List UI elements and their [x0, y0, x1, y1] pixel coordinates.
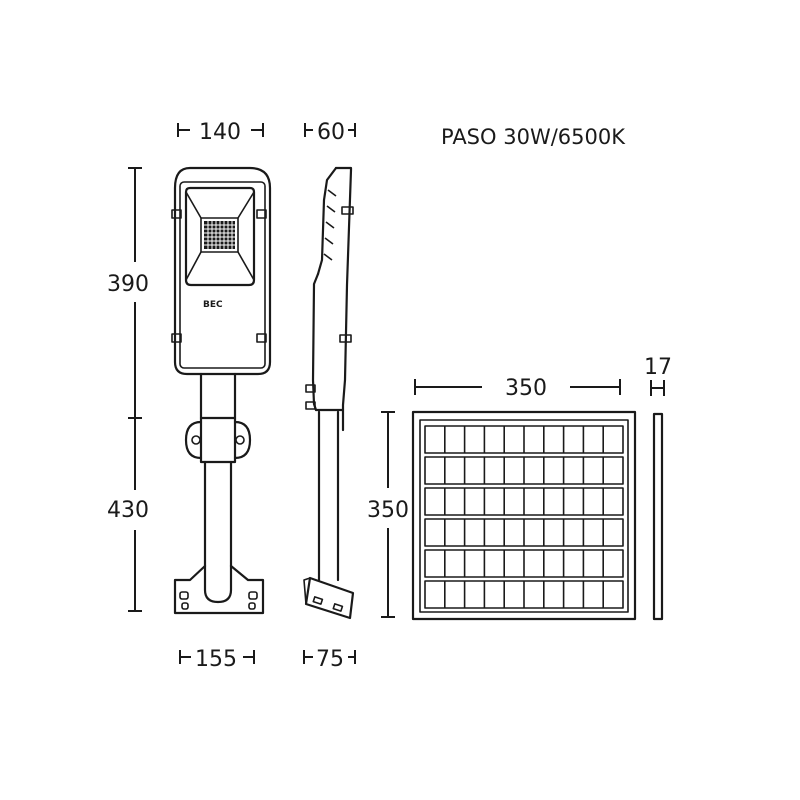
- solar-cell-grid: [424, 425, 624, 609]
- dim-lamp-width-label: 140: [199, 120, 241, 145]
- pole-front-view: [173, 372, 265, 615]
- dim-panel-height: 350: [367, 411, 409, 618]
- dim-vertical-heights: 390 430: [107, 167, 149, 612]
- dim-panel-width-label: 350: [505, 376, 547, 401]
- brand-logo: BEC: [203, 300, 223, 310]
- dim-base-depth: 75: [303, 647, 356, 672]
- dim-lamp-width: 140: [177, 120, 264, 145]
- dim-panel-height-label: 350: [367, 498, 409, 523]
- dim-panel-width: 350: [414, 376, 621, 401]
- dim-panel-thickness-label: 17: [644, 355, 672, 380]
- dim-pole-height-label: 430: [107, 498, 149, 523]
- dim-side-depth-label: 60: [317, 120, 345, 145]
- dim-lamp-height-label: 390: [107, 272, 149, 297]
- dim-side-depth: 60: [304, 120, 356, 145]
- product-title: PASO 30W/6500K: [441, 125, 626, 149]
- dim-base-width: 155: [179, 647, 255, 672]
- lamp-front-view: BEC: [171, 166, 272, 376]
- solar-panel-front-view: [411, 410, 637, 621]
- dim-panel-thickness: 17: [644, 355, 672, 396]
- solar-panel-side-view: [652, 412, 664, 621]
- led-array: [204, 221, 235, 249]
- lamp-side-view: [303, 166, 355, 620]
- dim-base-depth-label: 75: [316, 647, 344, 672]
- dim-base-width-label: 155: [195, 647, 237, 672]
